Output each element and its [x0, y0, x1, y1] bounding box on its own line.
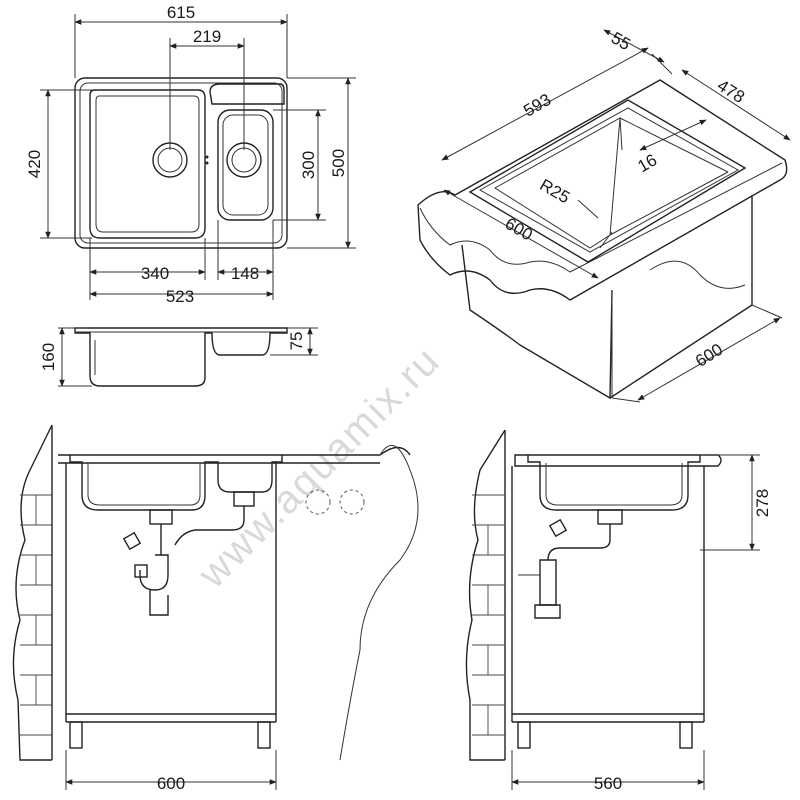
- dim-16: 16: [634, 150, 660, 176]
- dim-front-600: 600: [157, 774, 185, 793]
- dim-523: 523: [166, 287, 194, 306]
- side-install-view: 278 560: [465, 429, 772, 793]
- dim-420: 420: [25, 150, 44, 178]
- watermark-text: www.aquamix.ru: [190, 338, 449, 597]
- dim-75: 75: [287, 332, 306, 351]
- isometric-view: 55 593 478 16 R25 600 600: [417, 28, 791, 403]
- dim-r25: R25: [536, 175, 573, 207]
- dim-278: 278: [753, 489, 772, 517]
- dim-478: 478: [714, 76, 748, 107]
- dim-219: 219: [193, 27, 221, 46]
- dim-side-560: 560: [594, 774, 622, 793]
- dim-55: 55: [608, 28, 634, 54]
- dim-593: 593: [520, 90, 554, 121]
- dim-500: 500: [329, 149, 348, 177]
- dim-340: 340: [141, 264, 169, 283]
- dim-148: 148: [231, 264, 259, 283]
- dim-160: 160: [39, 343, 58, 371]
- side-section-view: 160 75: [39, 327, 318, 387]
- dim-615: 615: [167, 3, 195, 22]
- dim-300: 300: [299, 151, 318, 179]
- front-install-view: 600: [12, 424, 419, 793]
- top-view: 615 219 420 300 500 340 148 523: [25, 3, 356, 306]
